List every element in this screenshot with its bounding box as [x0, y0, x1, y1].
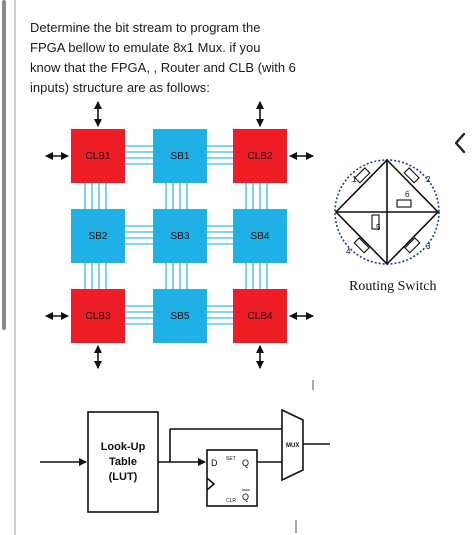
sb1-label: SB1	[171, 151, 190, 162]
lut-line-3: (LUT)	[109, 471, 138, 483]
scrollbar-thumb[interactable]	[2, 0, 6, 330]
dff-q-label: Q	[242, 458, 249, 468]
clb4-label: CLB4	[247, 311, 272, 322]
rs-num-3: 3	[426, 242, 431, 251]
sb4-block: SB4	[233, 209, 287, 263]
chevron-left-icon	[454, 132, 466, 154]
scrollbar-track[interactable]	[0, 0, 8, 535]
sb5-label: SB5	[171, 311, 190, 322]
clb3-block: CLB3	[71, 289, 125, 343]
question-line-1: Determine the bit stream to program the	[30, 20, 261, 35]
mux-label: MUX	[286, 443, 299, 449]
lut-line-2: Table	[109, 456, 137, 468]
routing-switch-label: Routing Switch	[349, 279, 437, 294]
question-line-4: inputs) structure are as follows:	[30, 80, 210, 95]
rs-num-4: 4	[346, 247, 351, 256]
io-arrows	[45, 101, 314, 369]
dff-d-label: D	[211, 458, 218, 468]
dff-set-label: SET	[226, 456, 236, 462]
clb4-block: CLB4	[233, 289, 287, 343]
sb3-block: SB3	[153, 209, 207, 263]
frame-divider	[14, 0, 16, 535]
routing-switch: 1 2 3 4 5 6 Routing Switch	[334, 158, 440, 294]
lut-line-1: Look-Up	[101, 441, 146, 453]
sb4-label: SB4	[251, 231, 270, 242]
sb2-label: SB2	[89, 231, 108, 242]
question-text: Determine the bit stream to program the …	[30, 18, 320, 98]
sb3-label: SB3	[171, 231, 190, 242]
back-button[interactable]	[448, 128, 472, 158]
interconnect-wires	[84, 145, 268, 325]
rs-num-5: 5	[376, 223, 381, 232]
sb1-block: SB1	[153, 129, 207, 183]
dff-qbar-label: Q	[242, 492, 249, 502]
sb2-block: SB2	[71, 209, 125, 263]
question-line-2: FPGA bellow to emulate 8x1 Mux. if you	[30, 40, 261, 55]
sb5-block: SB5	[153, 289, 207, 343]
clb2-block: CLB2	[233, 129, 287, 183]
clb-detail: Look-Up Table (LUT) D Q Q SET CLR MUX	[40, 408, 330, 513]
dff-clr-label: CLR	[226, 498, 236, 504]
clb2-label: CLB2	[247, 151, 272, 162]
question-line-3: know that the FPGA, , Router and CLB (wi…	[30, 60, 296, 75]
rs-num-2: 2	[426, 175, 431, 184]
clb1-label: CLB1	[85, 151, 110, 162]
clb1-block: CLB1	[71, 129, 125, 183]
rs-num-1: 1	[352, 175, 357, 184]
rs-num-6: 6	[405, 190, 410, 199]
clb3-label: CLB3	[85, 311, 110, 322]
